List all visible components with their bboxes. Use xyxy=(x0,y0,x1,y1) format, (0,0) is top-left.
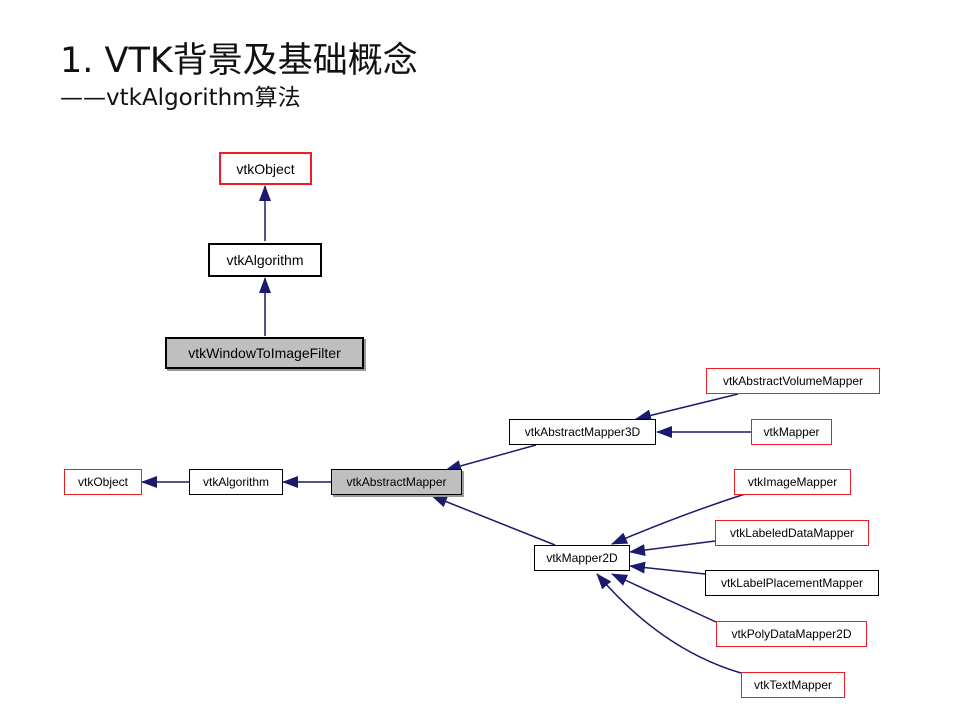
edge-txt-to-m2d xyxy=(596,573,742,674)
edge-avm-to-am3d xyxy=(635,393,739,422)
slide-title: 1. VTK背景及基础概念 xyxy=(60,41,418,81)
edge-lpm-to-m2d xyxy=(629,561,706,575)
node-vtkobject-2: vtkObject xyxy=(64,469,142,495)
edge-ldm-to-m2d xyxy=(629,540,716,557)
node-vtkimagemapper: vtkImageMapper xyxy=(734,469,851,495)
node-vtkobject: vtkObject xyxy=(219,152,312,185)
node-vtkabstractmapper: vtkAbstractMapper xyxy=(331,469,462,495)
node-vtkpolydatamapper2d: vtkPolyDataMapper2D xyxy=(716,621,867,647)
node-vtklabeleddatamapper: vtkLabeledDataMapper xyxy=(715,520,869,546)
edge-am3d-to-am xyxy=(445,444,537,472)
edge-m2d-to-am xyxy=(431,495,556,546)
edge-img-to-m2d xyxy=(611,493,746,545)
node-vtktextmapper: vtkTextMapper xyxy=(741,672,845,698)
node-vtkabstractvolumemapper: vtkAbstractVolumeMapper xyxy=(706,368,880,394)
node-vtkalgorithm: vtkAlgorithm xyxy=(208,243,322,277)
node-vtkmapper: vtkMapper xyxy=(751,419,832,445)
node-vtkabstractmapper3d: vtkAbstractMapper3D xyxy=(509,419,656,445)
node-vtkwindowtoimagefilter: vtkWindowToImageFilter xyxy=(165,337,364,369)
node-vtkalgorithm-2: vtkAlgorithm xyxy=(189,469,283,495)
node-vtkmapper2d: vtkMapper2D xyxy=(534,545,630,571)
slide-subtitle: ——vtkAlgorithm算法 xyxy=(60,85,301,111)
node-vtklabelplacementmapper: vtkLabelPlacementMapper xyxy=(705,570,879,596)
edge-pdm-to-m2d xyxy=(611,573,717,623)
